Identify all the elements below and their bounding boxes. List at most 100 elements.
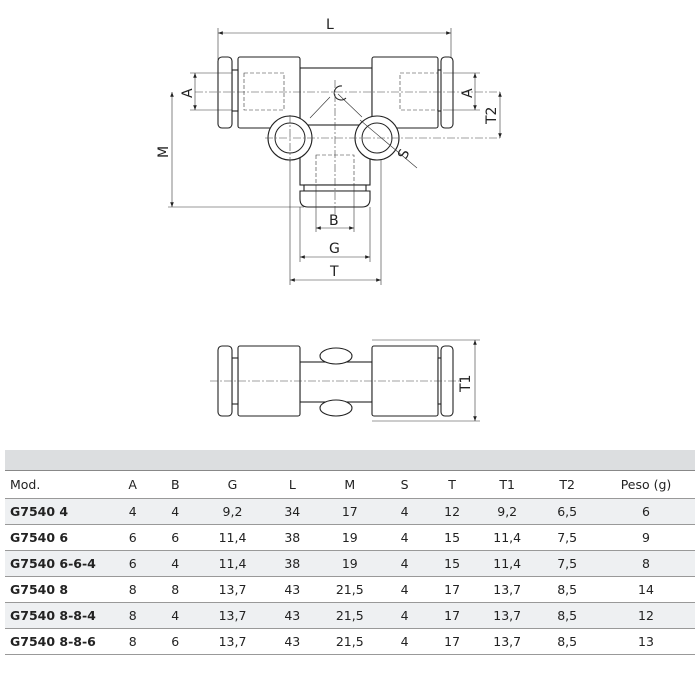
col-header: T1 — [477, 470, 538, 499]
value-cell: 4 — [382, 524, 428, 551]
label-B: B — [329, 213, 339, 229]
value-cell: 6 — [152, 524, 198, 551]
value-cell: 13,7 — [477, 628, 538, 655]
label-A-right: A — [460, 88, 476, 98]
value-cell: 9,2 — [197, 498, 268, 525]
value-cell: 11,4 — [477, 524, 538, 551]
value-cell: 9 — [596, 524, 695, 551]
side-view: T1 — [210, 339, 480, 422]
value-cell: 8 — [112, 602, 153, 629]
label-T2: T2 — [484, 107, 500, 125]
label-T1: T1 — [458, 375, 474, 393]
label-L: L — [326, 17, 334, 33]
col-header: S — [382, 470, 428, 499]
value-cell: 4 — [112, 498, 153, 525]
value-cell: 21,5 — [317, 602, 383, 629]
value-cell: 6 — [152, 628, 198, 655]
value-cell: 4 — [152, 602, 198, 629]
value-cell: 4 — [382, 576, 428, 603]
value-cell: 11,4 — [197, 550, 268, 577]
value-cell: 15 — [427, 550, 478, 577]
technical-drawing: L A A T2 M S B G T T1 — [156, 17, 502, 422]
col-header: T2 — [537, 470, 597, 499]
value-cell: 6,5 — [537, 498, 597, 525]
value-cell: 7,5 — [537, 524, 597, 551]
value-cell: 38 — [267, 550, 318, 577]
col-header: M — [317, 470, 383, 499]
value-cell: 4 — [382, 498, 428, 525]
value-cell: 12 — [596, 602, 695, 629]
value-cell: 15 — [427, 524, 478, 551]
value-cell: 13 — [596, 628, 695, 655]
model-cell: G7540 8-8-4 — [5, 602, 113, 629]
value-cell: 11,4 — [197, 524, 268, 551]
value-cell: 8,5 — [537, 628, 597, 655]
value-cell: 4 — [152, 550, 198, 577]
value-cell: 19 — [317, 550, 383, 577]
label-S: S — [395, 147, 413, 162]
value-cell: 4 — [382, 550, 428, 577]
value-cell: 13,7 — [197, 628, 268, 655]
value-cell: 13,7 — [197, 576, 268, 603]
col-header: A — [112, 470, 153, 499]
value-cell: 8 — [596, 550, 695, 577]
value-cell: 19 — [317, 524, 383, 551]
col-header: B — [152, 470, 198, 499]
top-view: L A A T2 M S B G T — [156, 17, 502, 285]
value-cell: 8 — [112, 628, 153, 655]
dimensions-table: Mod. A B G L M S T T1 T2 Peso (g) G7540 … — [5, 450, 695, 655]
value-cell: 4 — [152, 498, 198, 525]
value-cell: 9,2 — [477, 498, 538, 525]
value-cell: 8,5 — [537, 576, 597, 603]
value-cell: 17 — [317, 498, 383, 525]
value-cell: 6 — [112, 524, 153, 551]
value-cell: 8,5 — [537, 602, 597, 629]
model-cell: G7540 4 — [5, 498, 113, 525]
label-T: T — [329, 264, 339, 280]
value-cell: 14 — [596, 576, 695, 603]
value-cell: 6 — [596, 498, 695, 525]
value-cell: 13,7 — [477, 576, 538, 603]
col-header: Mod. — [5, 470, 113, 499]
value-cell: 21,5 — [317, 576, 383, 603]
value-cell: 17 — [427, 628, 478, 655]
model-cell: G7540 8 — [5, 576, 113, 603]
value-cell: 43 — [267, 628, 318, 655]
value-cell: 4 — [382, 628, 428, 655]
value-cell: 17 — [427, 576, 478, 603]
value-cell: 17 — [427, 602, 478, 629]
model-cell: G7540 6-6-4 — [5, 550, 113, 577]
value-cell: 38 — [267, 524, 318, 551]
label-G: G — [329, 241, 340, 257]
value-cell: 4 — [382, 602, 428, 629]
table-title-band — [5, 450, 695, 471]
label-M: M — [156, 146, 172, 158]
model-cell: G7540 8-8-6 — [5, 628, 113, 655]
label-A-left: A — [180, 88, 196, 98]
value-cell: 13,7 — [477, 602, 538, 629]
col-header: Peso (g) — [596, 470, 695, 499]
value-cell: 7,5 — [537, 550, 597, 577]
col-header: T — [427, 470, 478, 499]
col-header: L — [267, 470, 318, 499]
value-cell: 13,7 — [197, 602, 268, 629]
value-cell: 43 — [267, 602, 318, 629]
value-cell: 6 — [112, 550, 153, 577]
value-cell: 34 — [267, 498, 318, 525]
value-cell: 8 — [152, 576, 198, 603]
value-cell: 11,4 — [477, 550, 538, 577]
table-header-row: Mod. A B G L M S T T1 T2 Peso (g) — [5, 470, 695, 499]
value-cell: 12 — [427, 498, 478, 525]
value-cell: 43 — [267, 576, 318, 603]
value-cell: 21,5 — [317, 628, 383, 655]
model-cell: G7540 6 — [5, 524, 113, 551]
value-cell: 8 — [112, 576, 153, 603]
col-header: G — [197, 470, 268, 499]
logo-mark — [333, 85, 347, 101]
